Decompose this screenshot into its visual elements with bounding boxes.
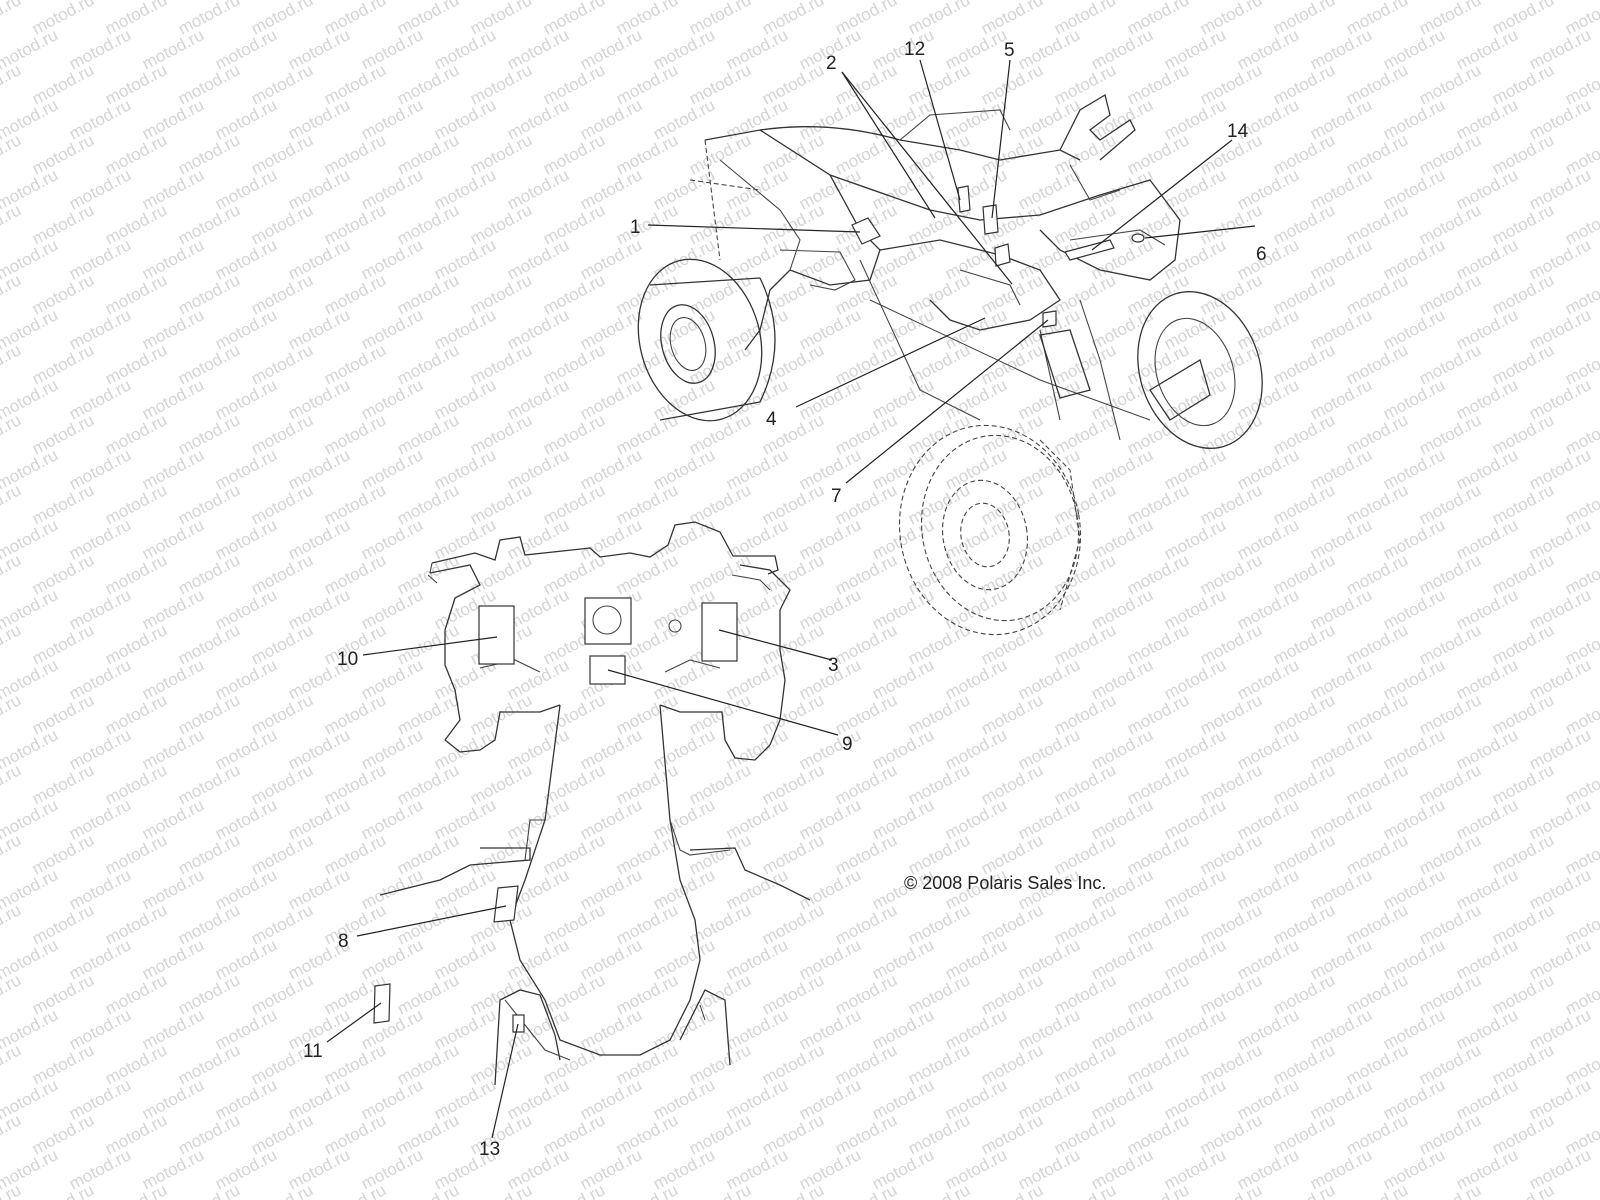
callout-12: 12 (904, 39, 925, 60)
watermark-text: motod.ru (832, 1180, 900, 1200)
callout-14: 14 (1227, 121, 1249, 142)
watermark-text: motod.ru (0, 60, 24, 108)
watermark-text: motod.ru (0, 970, 24, 1018)
watermark-text: motod.ru (0, 270, 24, 318)
decal-1 (851, 217, 881, 245)
watermark-text: motod.ru (1489, 1180, 1557, 1200)
callout-8: 8 (338, 931, 349, 952)
atv-side-view (637, 93, 1263, 636)
decal-11 (373, 983, 391, 1024)
watermark-text: motod.ru (686, 1180, 754, 1200)
watermark-text: motod.ru (1416, 1180, 1484, 1200)
watermark-text: motod.ru (0, 1040, 24, 1088)
watermark-text: motod.ru (0, 900, 24, 948)
watermark-text: motod.ru (0, 0, 24, 39)
watermark-text: motod.ru (759, 1180, 827, 1200)
callout-13: 13 (479, 1139, 500, 1160)
gauge-housing (584, 597, 632, 645)
watermark-text: motod.ru (29, 1180, 97, 1200)
watermark-text: motod.ru (0, 760, 24, 808)
watermark-text: motod.ru (248, 1180, 316, 1200)
atv-decals (851, 185, 1145, 328)
copyright-notice: © 2008 Polaris Sales Inc. (904, 873, 1106, 893)
callout-4: 4 (766, 409, 777, 430)
callout-5: 5 (1004, 40, 1015, 61)
watermark-text: motod.ru (1343, 1180, 1411, 1200)
watermark-text: motod.ru (0, 130, 24, 178)
watermark-text: motod.ru (0, 690, 24, 738)
callout-6: 6 (1256, 244, 1267, 265)
decal-4 (994, 243, 1011, 267)
watermark-text: motod.ru (1270, 1180, 1338, 1200)
watermark-text: motod.ru (0, 550, 24, 598)
decal-10 (478, 605, 515, 665)
watermark-text: motod.ru (0, 200, 24, 248)
decal-9 (589, 655, 626, 685)
callout-9: 9 (842, 734, 853, 755)
watermark-text: motod.ru (1124, 1180, 1192, 1200)
decal-3 (701, 602, 738, 662)
watermark-text: motod.ru (175, 1180, 243, 1200)
decal-6 (1131, 233, 1145, 243)
callout-2: 2 (826, 53, 837, 74)
decal-12 (957, 185, 971, 213)
callout-3: 3 (828, 655, 839, 676)
watermark-text: motod.ru (0, 340, 24, 388)
watermark-text: motod.ru (394, 1180, 462, 1200)
watermark-text: motod.ru (0, 830, 24, 878)
watermark-text: motod.ru (102, 1180, 170, 1200)
watermark-text: motod.ru (1197, 1180, 1265, 1200)
watermark-text: motod.ru (0, 480, 24, 528)
watermark-text: motod.ru (978, 1180, 1046, 1200)
watermark-text: motod.ru (0, 410, 24, 458)
callout-labels: 1 2 3 4 5 6 7 8 9 10 11 12 13 14 (303, 39, 1267, 1160)
watermark-text: motod.ru (540, 1180, 608, 1200)
callout-1: 1 (630, 217, 641, 238)
callout-7: 7 (831, 486, 842, 507)
watermark-text: motod.ru (613, 1180, 681, 1200)
callout-10: 10 (337, 649, 358, 670)
decal-14 (1064, 239, 1115, 261)
watermark-text: motod.ru (0, 620, 24, 668)
watermark-text: motod.ru (467, 1180, 535, 1200)
leader-lines (326, 59, 1256, 1139)
decal-5 (982, 204, 999, 235)
decal-7 (1042, 310, 1057, 328)
atv-top-view (373, 521, 811, 1086)
watermark-text: motod.ru (905, 1180, 973, 1200)
watermark-text: motod.ru (1051, 1180, 1119, 1200)
watermark-text: motod.ru (0, 1110, 24, 1158)
decal-8 (493, 885, 519, 923)
watermark-text: motod.ru (1562, 1180, 1600, 1200)
watermark-text: motod.ru (321, 1180, 389, 1200)
callout-11: 11 (303, 1041, 323, 1062)
decal-13 (512, 1014, 525, 1033)
